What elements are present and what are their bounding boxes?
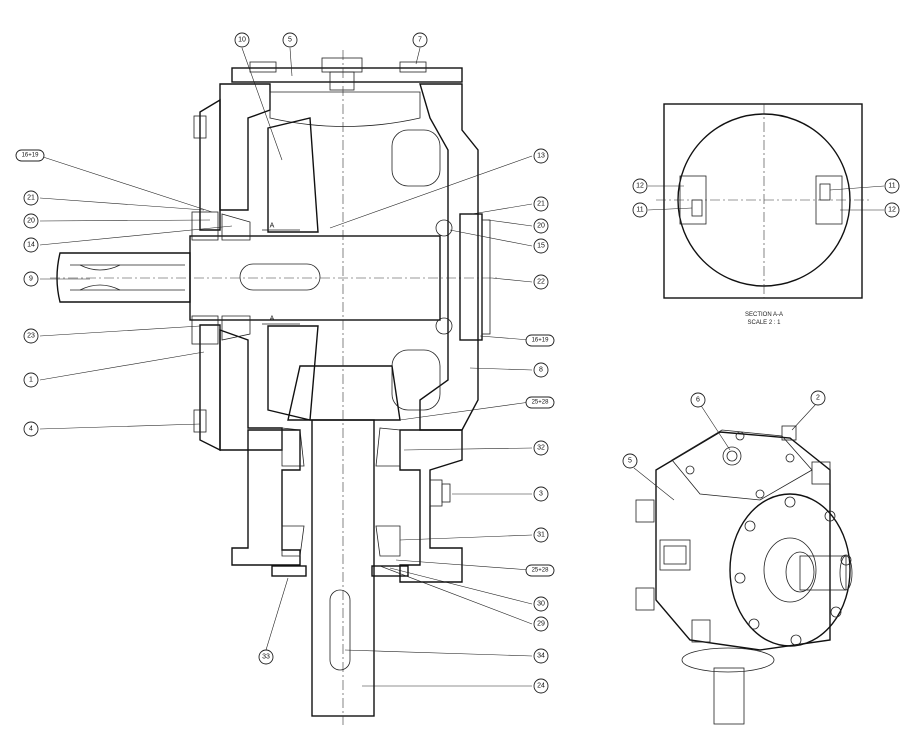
callout-10: 10 (238, 37, 246, 44)
callout-20-left: 20 (27, 218, 35, 225)
callout-13: 13 (537, 153, 545, 160)
callout-9: 9 (29, 276, 33, 283)
callout-32: 32 (537, 445, 545, 452)
callout-30: 30 (537, 601, 545, 608)
callout-34: 34 (537, 653, 545, 660)
callout-4: 4 (29, 426, 33, 433)
callout-33: 33 (262, 654, 270, 661)
callout-15: 15 (537, 243, 545, 250)
section-scale: SCALE 2 : 1 (747, 320, 781, 326)
callout-16-19-right: 16+19 (532, 338, 550, 344)
callout-3: 3 (539, 491, 543, 498)
callout-8: 8 (539, 367, 543, 374)
callout-24: 24 (537, 683, 545, 690)
callout-20-right: 20 (537, 223, 545, 230)
iso-callout-5: 5 (628, 458, 632, 465)
callout-25-28-bottom: 25+28 (532, 568, 550, 574)
callout-23: 23 (27, 333, 35, 340)
callout-14: 14 (27, 242, 35, 249)
section-a-a-view: 12 11 11 12 SECTION A-A SCALE 2 : 1 (632, 103, 900, 326)
callout-31: 31 (537, 532, 545, 539)
iso-callout-6: 6 (696, 397, 700, 404)
callout-21-right: 21 (537, 201, 545, 208)
callout-1: 1 (29, 377, 33, 384)
main-cross-section: A A (50, 50, 500, 725)
callout-7: 7 (418, 37, 422, 44)
section-callout-12-left: 12 (636, 183, 644, 190)
isometric-view: 6 2 5 (622, 390, 853, 725)
callout-5: 5 (288, 37, 292, 44)
callout-21-left: 21 (27, 195, 35, 202)
callout-22: 22 (537, 279, 545, 286)
section-marker-bottom: A (270, 316, 275, 323)
section-marker-top: A (270, 223, 275, 230)
section-callout-11-right: 11 (888, 183, 895, 190)
iso-callout-2: 2 (816, 395, 820, 402)
section-title: SECTION A-A (745, 312, 783, 318)
main-callouts: 10 5 7 13 21 20 14 21 20 15 9 22 23 1 8 … (15, 32, 555, 694)
section-callout-12-right: 12 (888, 207, 896, 214)
callout-16-19-top: 16+19 (22, 153, 40, 159)
callout-29: 29 (537, 621, 545, 628)
section-callout-11-left: 11 (636, 207, 643, 214)
callout-25-28-top: 25+28 (532, 400, 550, 406)
